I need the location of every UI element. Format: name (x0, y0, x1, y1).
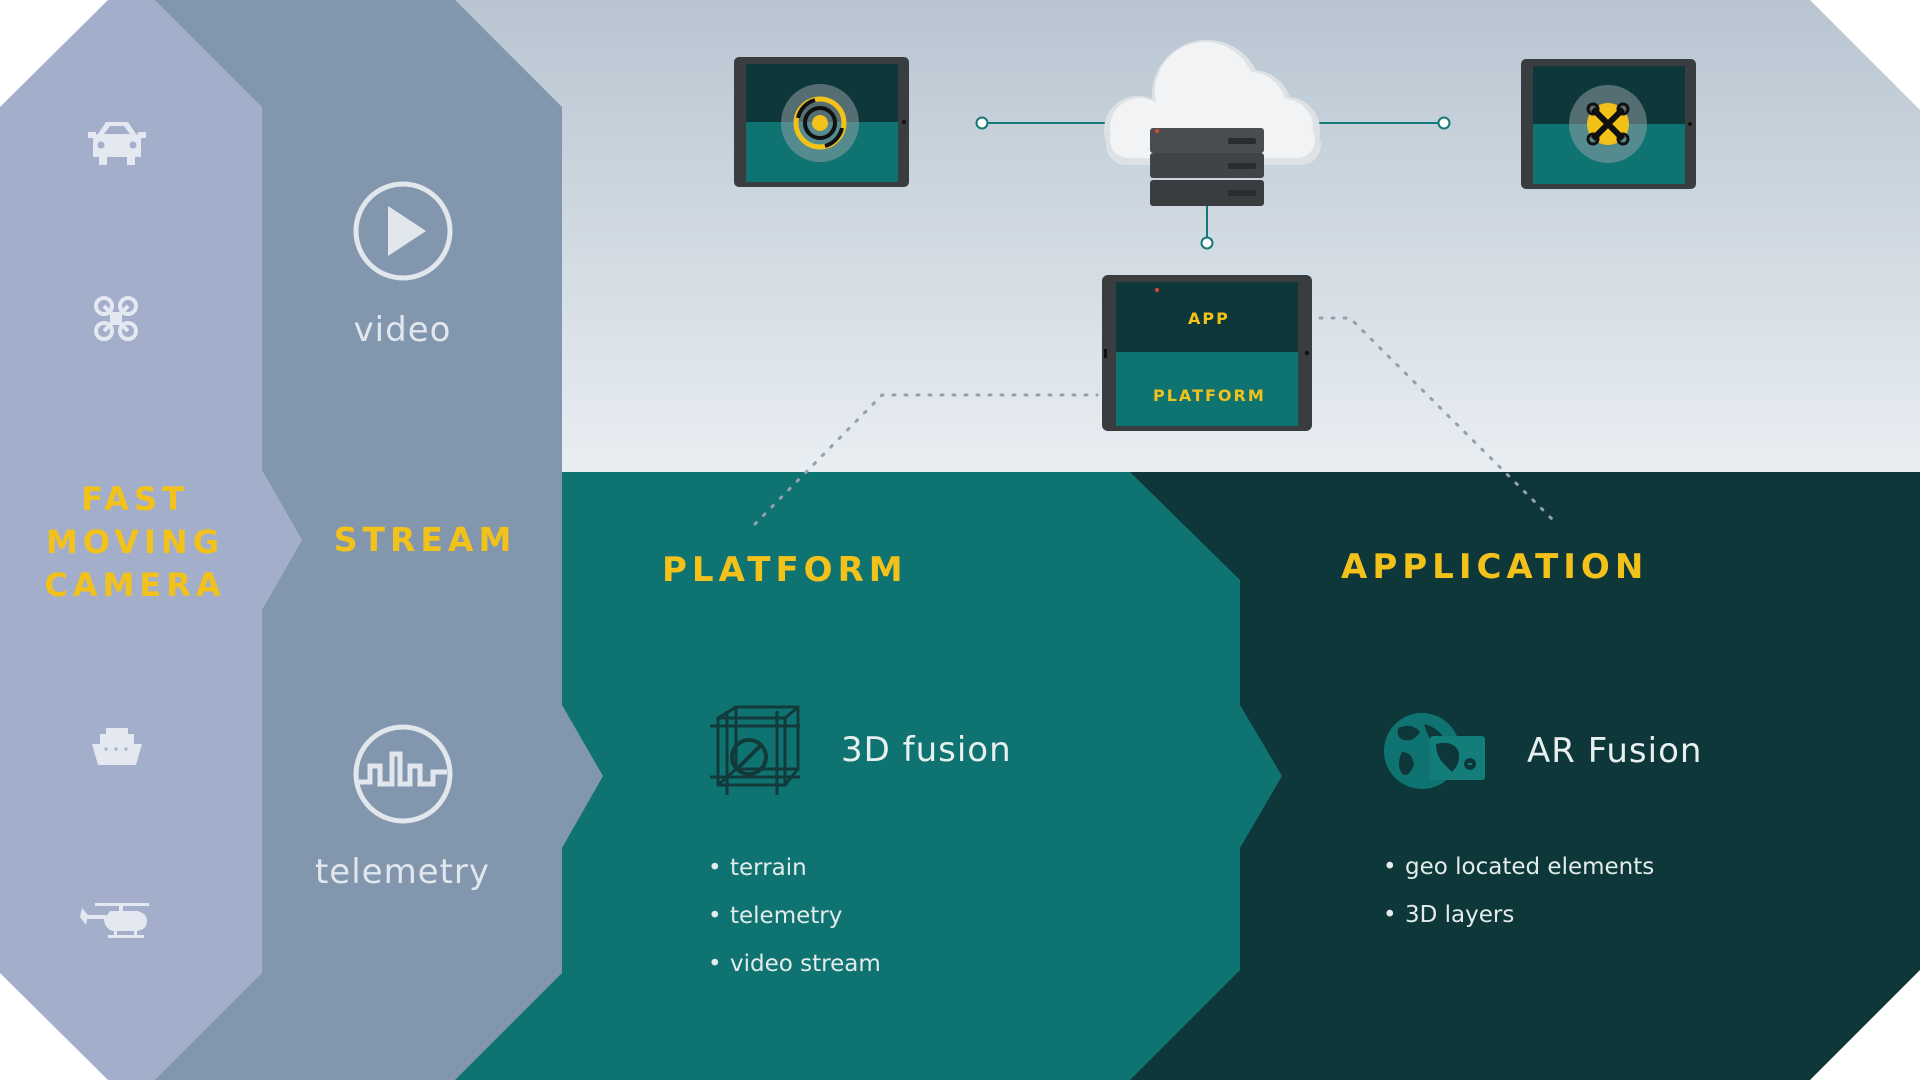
helicopter-icon (80, 903, 149, 938)
globe-map-icon (1384, 713, 1485, 789)
device-platform-tab: PLATFORM (1153, 386, 1266, 405)
camera-column (0, 0, 302, 1080)
list-item: geo located elements (1383, 843, 1654, 891)
list-item: telemetry (708, 892, 881, 940)
play-icon (353, 181, 453, 281)
tablet-drone (1521, 59, 1696, 189)
telemetry-label: telemetry (314, 852, 491, 892)
platform-band (450, 472, 1282, 1080)
telemetry-wave-icon (353, 724, 453, 824)
camera-column-title: FAST MOVING CAMERA (44, 480, 226, 604)
application-feature: AR Fusion (1527, 731, 1703, 771)
drone-icon (94, 296, 138, 341)
application-feature-list: geo located elements 3D layers (1383, 843, 1654, 939)
application-title: APPLICATION (1341, 547, 1649, 587)
car-icon (88, 122, 146, 165)
application-band (1130, 472, 1920, 1080)
network-connectors (975, 116, 1451, 250)
device-app-tab: APP (1188, 309, 1230, 328)
cloud-server-icon (1104, 40, 1321, 206)
platform-title: PLATFORM (662, 550, 908, 590)
platform-feature-list: terrain telemetry video stream (708, 844, 881, 988)
3d-grid-icon (710, 705, 800, 795)
boat-icon (92, 728, 142, 765)
tablet-app-platform (1102, 275, 1312, 431)
stream-column-title: STREAM (333, 520, 517, 559)
list-item: terrain (708, 844, 881, 892)
platform-feature: 3D fusion (841, 730, 1012, 770)
stream-column (150, 0, 603, 1080)
tablet-target (734, 57, 909, 187)
list-item: 3D layers (1383, 891, 1654, 939)
video-label: video (353, 310, 452, 350)
list-item: video stream (708, 940, 881, 988)
